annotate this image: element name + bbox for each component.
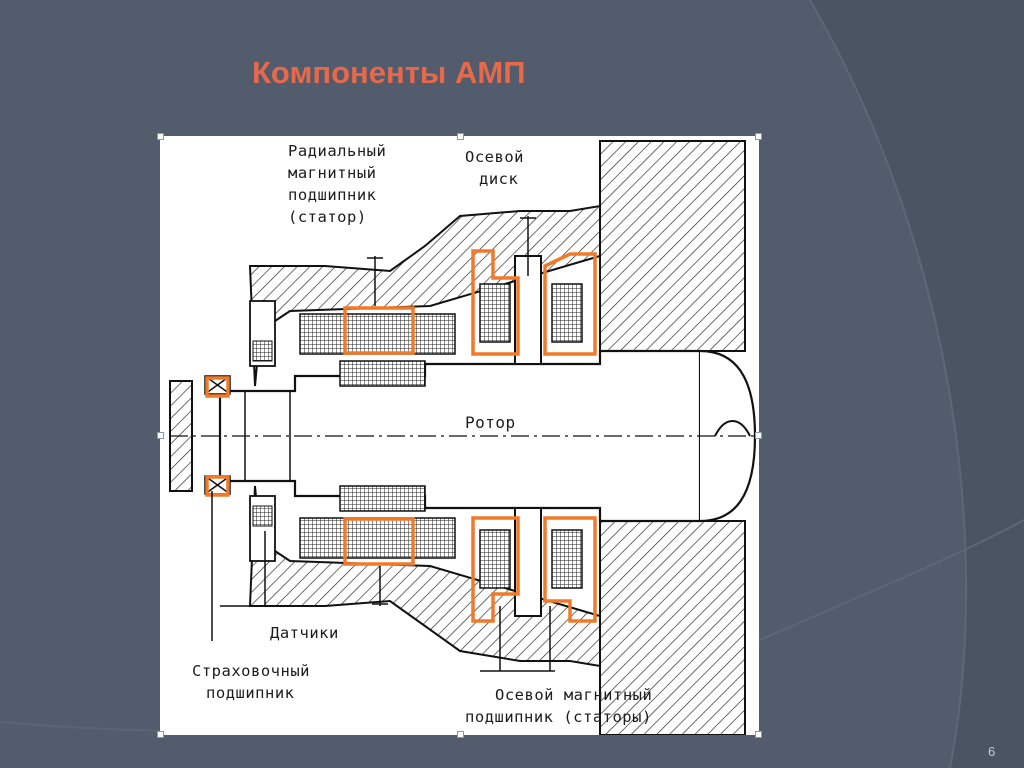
resize-handle[interactable] <box>755 133 762 140</box>
label-axial-bearing: Осевой магнитный подшипник (статоры) <box>465 686 653 726</box>
machine-housing-wall <box>599 140 746 735</box>
label-sensors: Датчики <box>270 624 339 642</box>
resize-handle[interactable] <box>457 133 464 140</box>
label-axial-disk: Осевой диск <box>465 148 524 188</box>
resize-handle[interactable] <box>157 432 164 439</box>
resize-handle[interactable] <box>755 432 762 439</box>
resize-handle[interactable] <box>755 731 762 738</box>
amb-diagram: Радиальный магнитный подшипник (статор) … <box>160 136 759 735</box>
label-rotor: Ротор <box>465 413 516 432</box>
resize-handle[interactable] <box>157 133 164 140</box>
slide-number: 6 <box>988 744 996 759</box>
amb-cross-section <box>169 140 757 735</box>
axial-bearing-coils <box>479 283 583 589</box>
slide-title: Компоненты АМП <box>252 55 526 90</box>
sensors <box>249 300 276 562</box>
resize-handle[interactable] <box>457 731 464 738</box>
label-safety-bearing: Страховочный подшипник <box>192 662 310 702</box>
label-radial-bearing: Радиальный магнитный подшипник (статор) <box>288 142 387 226</box>
orange-highlights <box>205 249 597 623</box>
resize-handle[interactable] <box>157 731 164 738</box>
safety-bearing <box>169 375 231 495</box>
leader-lines <box>211 216 555 672</box>
